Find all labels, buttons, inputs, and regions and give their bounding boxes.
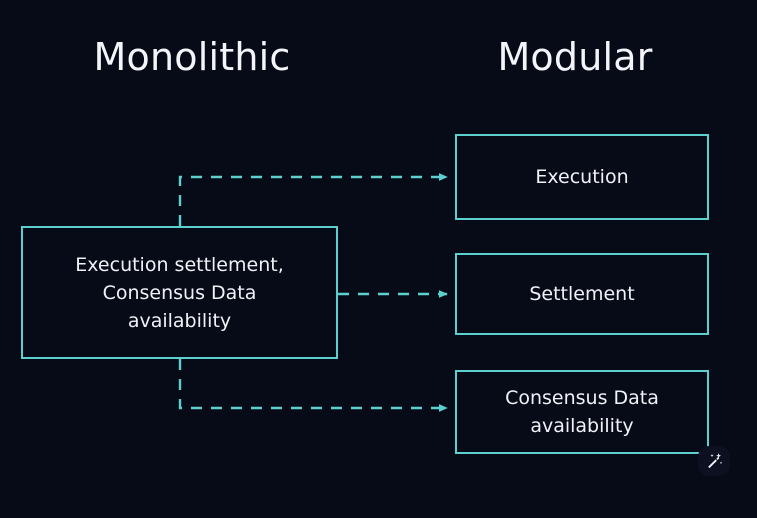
magic-wand-icon (705, 452, 723, 470)
node-settlement-label: Settlement (529, 283, 635, 305)
node-settlement[interactable]: Settlement (455, 253, 709, 335)
magic-wand-button[interactable] (698, 446, 730, 476)
column-title-monolithic: Monolithic (93, 35, 291, 79)
connector-monolith-to-execution (178, 173, 448, 226)
node-execution[interactable]: Execution (455, 134, 709, 220)
node-consensus-data-availability[interactable]: Consensus Data availability (455, 370, 709, 454)
node-monolithic-stack[interactable]: Execution settlement, Consensus Data ava… (21, 226, 338, 359)
node-monolithic-stack-label: Execution settlement, Consensus Data ava… (75, 253, 284, 332)
node-execution-label: Execution (535, 166, 629, 188)
column-title-modular: Modular (497, 35, 653, 79)
node-consensus-data-availability-label: Consensus Data availability (505, 387, 659, 437)
connector-monolith-to-consensus (178, 359, 448, 412)
